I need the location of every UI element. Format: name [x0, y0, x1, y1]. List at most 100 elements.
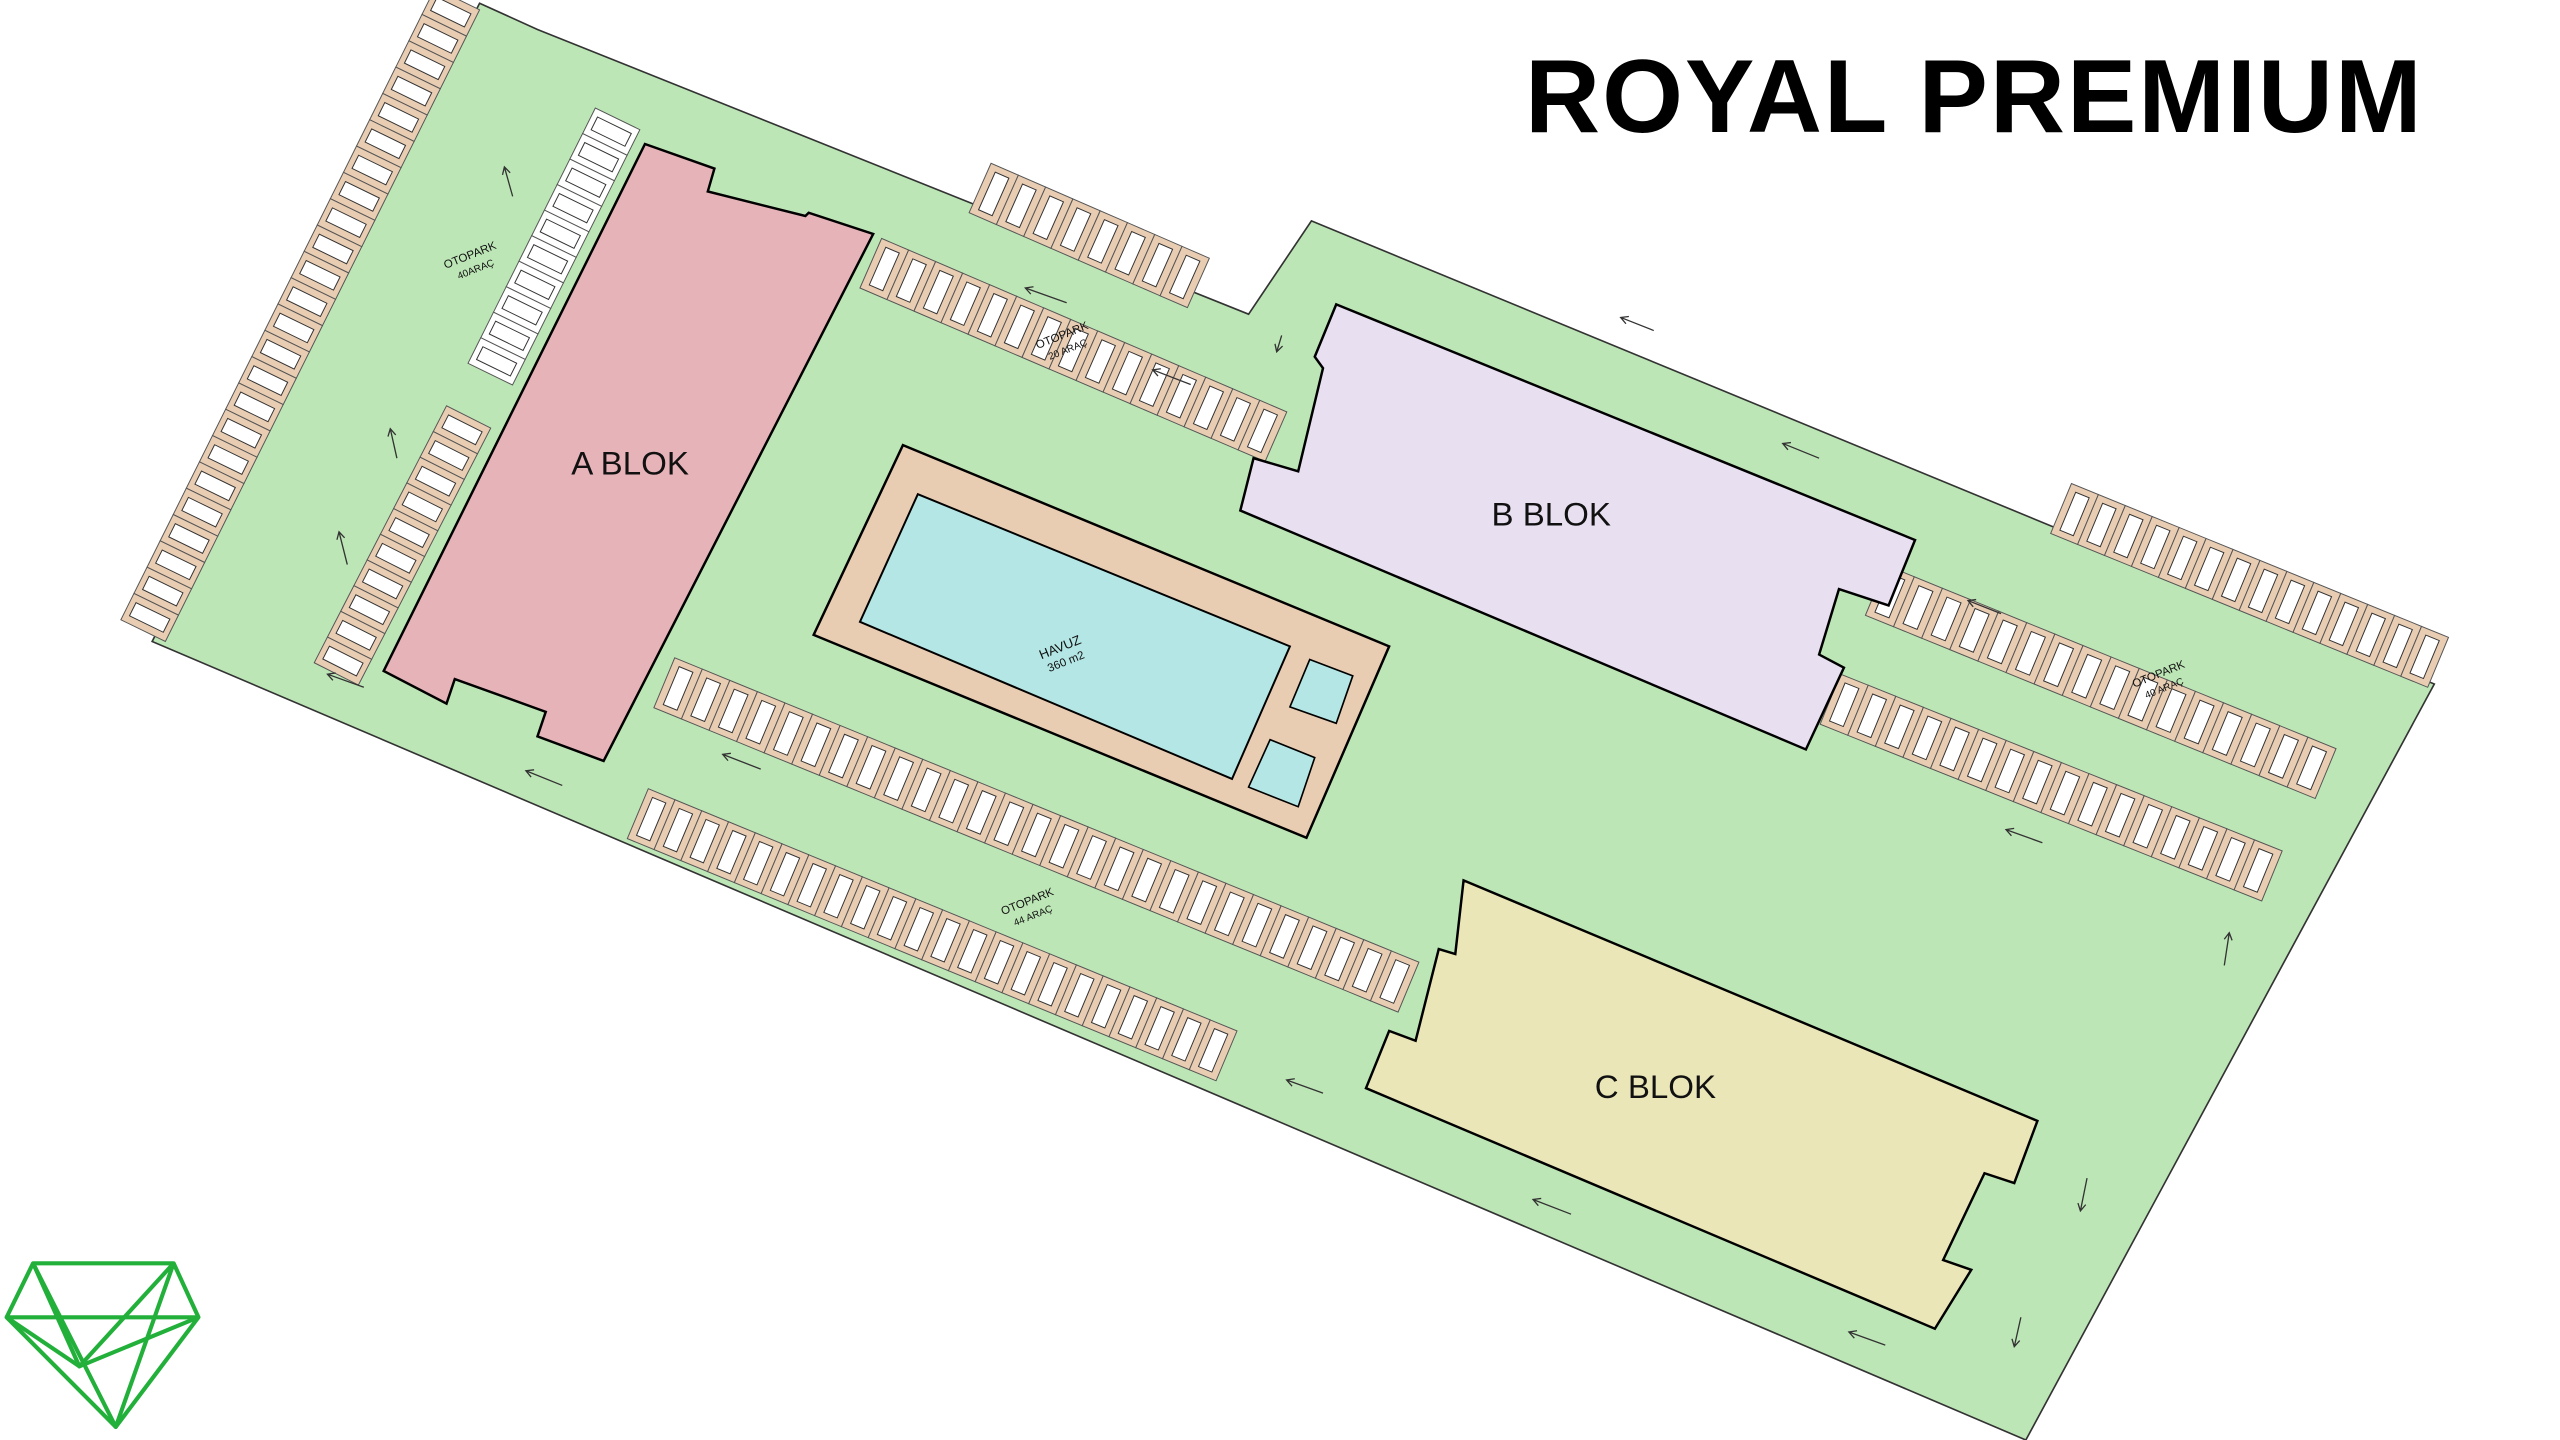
car-icon: [2022, 759, 2053, 805]
car-icon: [2274, 579, 2306, 625]
car-icon: [1111, 350, 1144, 396]
car-icon: [1219, 396, 1252, 442]
car-icon: [416, 22, 459, 54]
car-icon: [823, 873, 854, 919]
direction-arrow-icon: [1024, 286, 1067, 304]
direction-arrow-icon: [336, 530, 348, 565]
car-icon: [207, 444, 250, 476]
pool: [858, 492, 1292, 781]
car-icon: [1158, 868, 1190, 914]
car-icon: [689, 818, 720, 864]
car-icon: [539, 218, 582, 250]
car-icon: [390, 75, 433, 107]
traffic-arrows: [326, 165, 2233, 1349]
car-icon: [772, 711, 804, 756]
car-icon: [1186, 880, 1218, 926]
b-blok-label: B BLOK: [1491, 495, 1611, 532]
car-icon: [1939, 726, 1970, 772]
direction-arrow-icon: [1966, 598, 2002, 615]
car-icon: [868, 246, 900, 292]
diamond-logo-icon: [4, 1261, 201, 1429]
car-icon: [2183, 699, 2215, 745]
car-icon: [403, 49, 446, 81]
car-icon: [957, 928, 988, 974]
car-icon: [690, 677, 722, 723]
car-icon: [828, 733, 859, 779]
direction-arrow-icon: [1531, 1197, 1572, 1215]
car-icon: [2242, 847, 2274, 893]
car-icon: [1144, 1005, 1175, 1051]
car-icon: [1324, 936, 1356, 982]
car-icon: [2086, 502, 2117, 548]
direction-arrow-icon: [387, 427, 398, 459]
car-icon: [949, 281, 981, 327]
car-icon: [1076, 835, 1107, 880]
car-icon: [849, 884, 881, 930]
car-icon: [1005, 183, 1037, 229]
car-icon: [1884, 704, 1915, 750]
car-icon: [1059, 207, 1092, 252]
car-icon: [1171, 1016, 1202, 1062]
car-icon: [1986, 619, 2018, 665]
car-icon: [220, 417, 263, 449]
b-blok-building: [1238, 302, 1917, 752]
car-icon: [1379, 959, 1411, 1004]
car-icon: [2160, 814, 2191, 860]
car-icon: [993, 801, 1025, 847]
direction-arrow-icon: [2004, 827, 2043, 844]
car-icon: [348, 594, 391, 626]
car-icon: [1246, 408, 1279, 454]
car-icon: [1057, 327, 1090, 373]
direction-arrow-icon: [1847, 1330, 1886, 1346]
direction-arrow-icon: [326, 672, 365, 688]
car-icon: [577, 141, 620, 173]
direction-arrow-icon: [2077, 1178, 2088, 1213]
car-icon: [745, 699, 777, 745]
car-icon: [2193, 546, 2225, 592]
car-icon: [2042, 642, 2075, 688]
direction-arrow-icon: [721, 752, 761, 770]
car-icon: [299, 259, 341, 291]
car-icon: [2132, 803, 2164, 849]
car-icon: [1010, 950, 1042, 996]
car-icon: [565, 167, 607, 198]
car-icon: [2355, 612, 2387, 658]
car-icon: [717, 688, 749, 734]
direction-arrow-icon: [1781, 441, 1820, 459]
direction-arrow-icon: [2011, 1317, 2022, 1349]
c-blok-label: C BLOK: [1595, 1068, 1716, 1105]
car-icon: [501, 295, 543, 326]
car-icon: [1117, 994, 1149, 1040]
car-icon: [742, 840, 774, 886]
car-icon: [2409, 634, 2440, 680]
car-icon: [375, 542, 417, 574]
car-icon: [1020, 812, 1052, 858]
car-icon: [977, 171, 1010, 217]
car-icon: [1003, 304, 1035, 350]
a-blok-label: A BLOK: [571, 445, 689, 482]
car-icon: [922, 269, 954, 315]
car-icon: [1192, 385, 1225, 431]
car-icon: [976, 292, 1008, 338]
car-icon: [2071, 653, 2103, 699]
car-icon: [128, 601, 171, 633]
car-icon: [2077, 781, 2108, 827]
car-icon: [1213, 891, 1245, 937]
car-icon: [930, 917, 961, 963]
car-icon: [335, 619, 377, 651]
car-icon: [1197, 1027, 1229, 1073]
car-icon: [796, 862, 828, 908]
parking-stalls: [120, 0, 2450, 1082]
car-icon: [312, 233, 354, 265]
car-icon: [1141, 242, 1174, 288]
car-icon: [1048, 823, 1080, 869]
car-icon: [2014, 630, 2047, 676]
car-icon: [2099, 665, 2131, 711]
car-icon: [2247, 568, 2279, 614]
car-icon: [1241, 902, 1273, 948]
car-icon: [1966, 737, 1998, 783]
car-icon: [769, 851, 801, 897]
car-icon: [662, 807, 694, 853]
car-icon: [361, 568, 404, 600]
car-icon: [488, 320, 531, 352]
